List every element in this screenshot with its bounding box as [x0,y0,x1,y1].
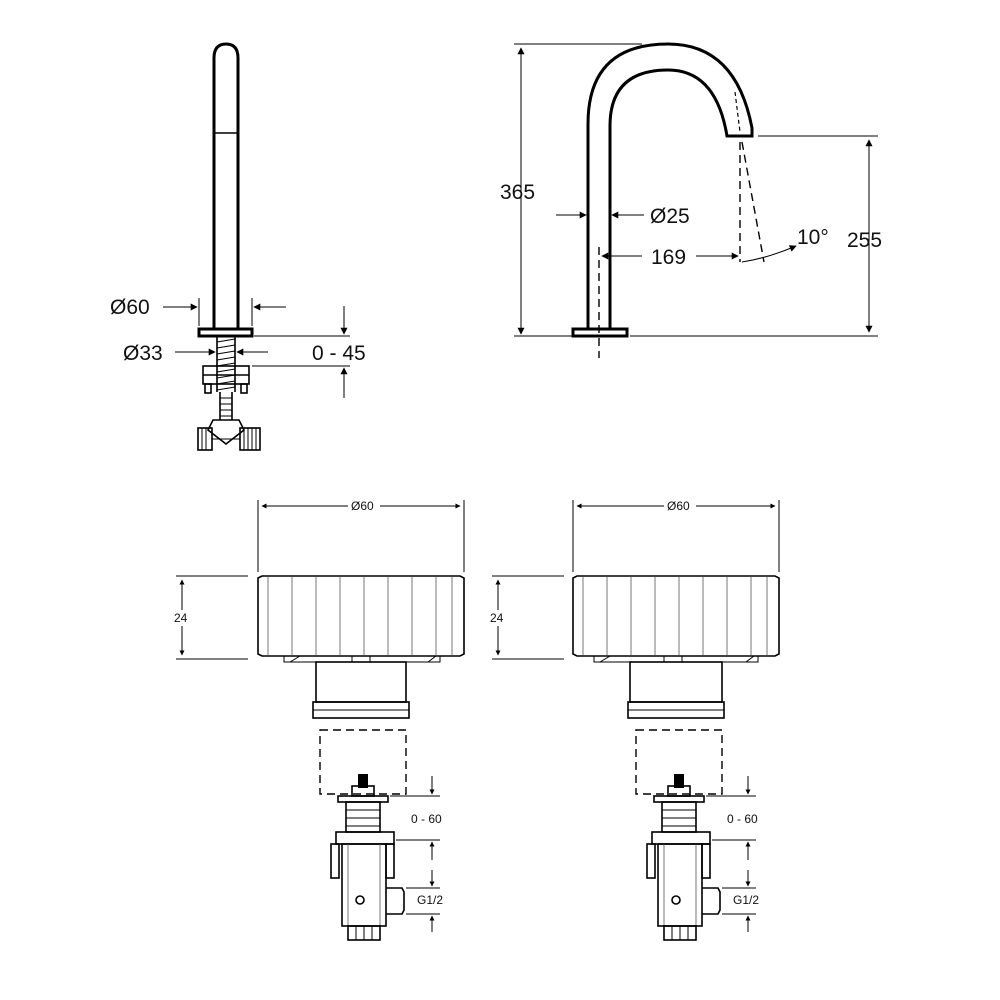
profile-height-total-label: 365 [500,181,535,204]
profile-dia-spout-label: Ø25 [650,205,690,228]
valve-right-dim-range: 0 - 60 [706,776,758,860]
valve-left-dim-range: 0 - 60 [390,776,442,860]
profile-dim-spout-diameter: Ø25 [556,205,690,228]
valve-right-thread-label: G1/2 [733,893,759,907]
side-deck-range-label: 0 - 45 [312,342,366,365]
side-view-spout [197,42,261,451]
side-dim-shank-diameter: Ø33 [123,342,268,365]
profile-dim-reach: 169 [601,246,739,269]
valve-right-range-label: 0 - 60 [727,812,758,826]
profile-height-outlet-label: 255 [847,229,882,252]
valve-left-dim-height: 24 [174,575,248,660]
profile-angle-label: 10° [797,226,829,249]
profile-dim-angle: 10° [741,226,829,263]
valve-left-dia-label: Ø60 [351,499,374,513]
valve-left-dim-diameter: Ø60 [257,499,465,572]
profile-dim-outlet-height: 255 [630,135,882,337]
side-dia-shank-label: Ø33 [123,342,163,365]
valve-left-range-label: 0 - 60 [411,812,442,826]
side-dim-deck-range: 0 - 45 [252,306,366,398]
side-dim-base-diameter: Ø60 [110,296,286,326]
valve-left-height-label: 24 [174,611,188,625]
valve-left [257,575,465,941]
valve-right-dim-height: 24 [490,575,564,660]
profile-flow-lines [739,141,765,263]
profile-view-spout [571,42,754,358]
valve-right-height-label: 24 [490,611,504,625]
valve-right-dim-diameter: Ø60 [572,499,780,572]
profile-reach-label: 169 [651,246,686,269]
valve-right-dim-thread: G1/2 [722,870,759,932]
side-dia-base-label: Ø60 [110,296,150,319]
valve-left-dim-thread: G1/2 [406,870,443,932]
profile-dim-total-height: 365 [500,43,642,337]
valve-right [572,575,780,941]
valve-left-thread-label: G1/2 [417,893,443,907]
valve-right-dia-label: Ø60 [667,499,690,513]
